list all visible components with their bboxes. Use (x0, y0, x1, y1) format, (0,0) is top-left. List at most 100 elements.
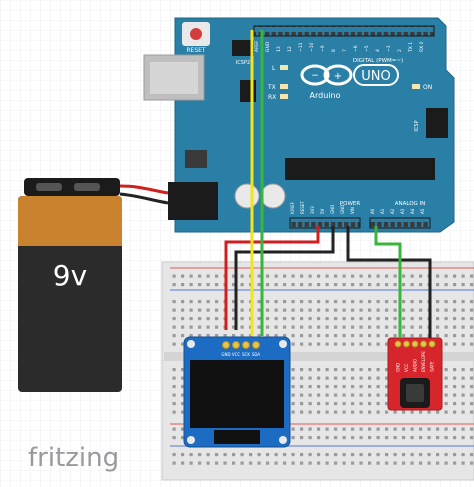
atmega-chip (285, 158, 435, 180)
sound-pin-label-3: ENVELOPE (421, 351, 426, 372)
wire-gnd-black-2 (346, 226, 432, 338)
power-pin-label-4: GND (330, 205, 335, 214)
barrel-jack (168, 182, 218, 220)
digital-pin-labels: AREF GND 13 12 ~11 ~10 ~9 8 7 ~6 ~5 4 ~3 2 TX 1 RX 0 (254, 40, 425, 53)
analog-pin-label-0: A0 (370, 208, 375, 214)
oled-pin-label-2: SCK (242, 352, 250, 357)
wire-5v-red (224, 226, 320, 330)
oled-pin-label-3: SDA (252, 352, 261, 357)
oled-pin-3 (252, 341, 260, 349)
breadboard-top-rail (170, 271, 474, 287)
battery-9v: 9v (18, 178, 122, 392)
analog-pin-label-4: A4 (410, 208, 415, 214)
digital-pin-label-9: ~6 (353, 45, 359, 52)
digital-pin-label-0: AREF (254, 40, 260, 52)
power-header (289, 217, 361, 229)
battery-wire-red (119, 184, 169, 195)
oled-pin-label-1: VCC (232, 352, 241, 357)
tx-label: TX (267, 84, 276, 91)
wire-green-analog (374, 226, 402, 338)
digital-pin-label-2: 13 (276, 46, 282, 52)
sound-pin-4 (428, 340, 436, 348)
sound-pin-1 (403, 340, 410, 348)
analog-label: ANALOG IN (395, 201, 426, 207)
power-pin-label-3: 5V (320, 208, 325, 214)
arduino-logo-icon (300, 64, 330, 86)
fritzing-watermark: fritzing (28, 443, 119, 473)
sound-pin-label-1: VCC (404, 363, 409, 372)
oled-screen (190, 360, 284, 428)
oled-pin-0 (222, 341, 230, 349)
breadboard-bottom-rail-2 (170, 452, 474, 470)
on-label: ON (423, 84, 432, 91)
analog-pin-label-5: A5 (420, 208, 425, 214)
digital-pin-label-10: ~5 (364, 45, 370, 52)
oled-pin-1 (232, 341, 240, 349)
battery-snap (24, 178, 120, 196)
digital-pin-label-11: 4 (375, 49, 381, 52)
analog-pin-label-2: A2 (390, 208, 395, 214)
mount-hole (279, 340, 287, 348)
sound-pin-label-0: GND (396, 363, 401, 372)
digital-pin-label-4: ~11 (298, 42, 304, 52)
battery-label: 9v (53, 259, 87, 292)
rx-led (280, 94, 288, 99)
power-pin-label-0: IOREF (290, 201, 295, 214)
power-pin-labels: IOREF RESET 3V3 5V GND GND VIN (290, 201, 355, 214)
digital-pin-label-14: TX 1 (408, 42, 414, 53)
analog-pin-label-1: A1 (380, 208, 385, 214)
rx-label: RX (268, 94, 276, 101)
digital-pin-label-15: RX 0 (419, 41, 425, 52)
icsp2-label: ICSP2 (236, 60, 250, 66)
digital-pin-label-8: 7 (342, 49, 348, 52)
oled-ribbon (214, 430, 260, 444)
power-pin-label-1: RESET (300, 201, 305, 214)
icsp-header (426, 108, 448, 138)
digital-pin-label-12: ~3 (386, 45, 392, 52)
digital-pin-label-3: 12 (287, 46, 293, 52)
voltage-regulator (185, 150, 207, 168)
capacitor-1 (234, 183, 260, 209)
tx-led (280, 84, 288, 89)
wire-gnd-black (234, 226, 335, 330)
digital-pin-label-6: ~9 (320, 45, 326, 52)
reset-label: RESET (186, 47, 206, 54)
sound-pin-0 (394, 340, 402, 348)
usb-chip (240, 80, 256, 102)
digital-label: DIGITAL (PWM=~) (353, 58, 403, 64)
oled-pin-label-0: GND (221, 352, 230, 357)
analog-header (369, 217, 431, 229)
power-pin-label-5: GND (340, 205, 345, 214)
sound-pin-label-4: GATE (430, 361, 435, 372)
digital-pin-label-5: ~10 (309, 42, 315, 52)
model-label: UNO (361, 69, 390, 84)
analog-pin-label-3: A3 (400, 208, 405, 214)
mount-hole (187, 436, 195, 444)
capacitor-2 (260, 183, 286, 209)
sound-pin-2 (411, 340, 419, 348)
wires (224, 30, 432, 338)
power-pin-label-6: VIN (350, 207, 355, 214)
digital-pin-label-7: 8 (331, 49, 337, 52)
digital-pin-label-1: GND (265, 41, 271, 52)
digital-pin-label-13: 2 (397, 49, 403, 52)
breadboard-trench (164, 352, 474, 361)
icsp2-header (232, 40, 254, 56)
on-led (412, 84, 420, 89)
power-label: POWER (340, 201, 361, 207)
battery-wire-black (119, 192, 169, 205)
digital-header (253, 25, 435, 37)
l-led (280, 65, 288, 70)
svg-text:−: − (311, 71, 319, 81)
analog-pin-labels: A0 A1 A2 A3 A4 A5 (370, 208, 425, 214)
sound-pin-3 (420, 340, 427, 348)
mount-hole (279, 436, 287, 444)
power-pin-label-2: 3V3 (310, 206, 315, 214)
brand-label: Arduino (310, 91, 341, 100)
sound-pin-label-2: AUDIO (413, 359, 418, 372)
